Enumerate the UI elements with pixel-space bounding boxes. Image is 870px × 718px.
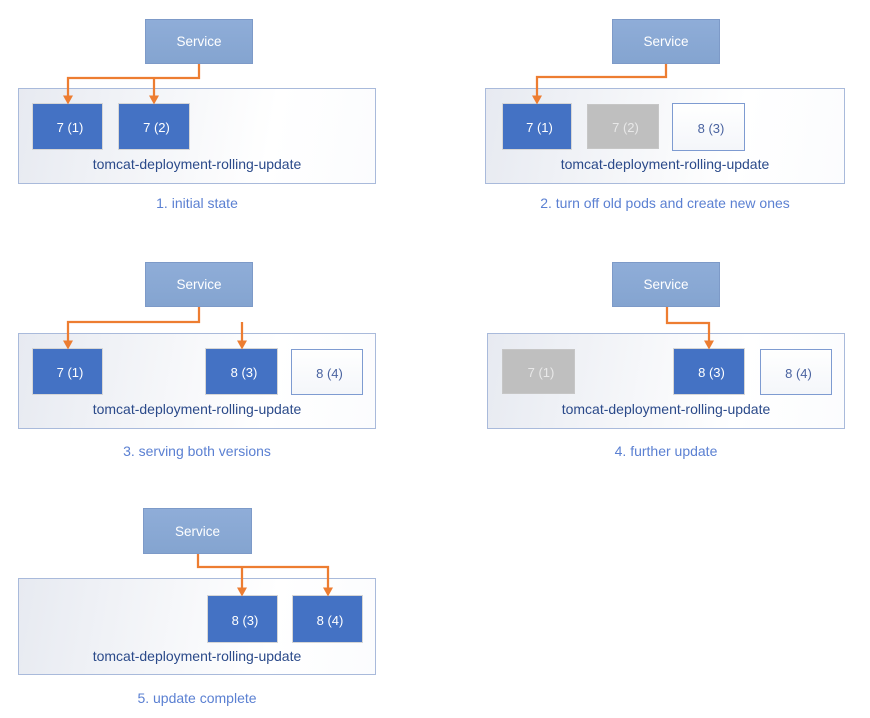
panel-caption: 2. turn off old pods and create new ones (540, 195, 790, 211)
pod-7-1: 7 (1) (502, 103, 572, 150)
pod-label: 7 (1) (56, 120, 84, 135)
deployment-label: tomcat-deployment-rolling-update (92, 401, 302, 417)
pod-label: 7 (2) (612, 120, 639, 135)
deployment-label: tomcat-deployment-rolling-update (92, 648, 302, 664)
service-box-panel-5: Service (143, 508, 252, 554)
service-box-panel-2: Service (612, 19, 720, 64)
panel-caption: 3. serving both versions (123, 443, 271, 459)
pod-label: 8 (4) (785, 365, 812, 381)
service-box-panel-3: Service (145, 262, 253, 307)
pod-7-2-off: 7 (2) (587, 104, 659, 149)
service-label: Service (176, 34, 222, 49)
service-box-panel-1: Service (145, 19, 253, 64)
pod-7-1-off: 7 (1) (502, 349, 575, 394)
pod-label: 7 (1) (526, 120, 553, 135)
panel-caption: 5. update complete (137, 690, 257, 706)
deployment-label: tomcat-deployment-rolling-update (92, 156, 302, 172)
deployment-label: tomcat-deployment-rolling-update (561, 401, 771, 417)
deployment-label: tomcat-deployment-rolling-update (560, 156, 770, 172)
pod-label: 8 (4) (316, 612, 344, 628)
pod-label: 8 (3) (231, 612, 259, 628)
panel-caption: 1. initial state (156, 195, 238, 211)
service-label: Service (643, 277, 689, 292)
pod-label: 8 (4) (316, 365, 343, 381)
pod-label: 7 (1) (527, 365, 555, 380)
pod-label: 7 (2) (143, 120, 170, 135)
panel-caption: 4. further update (614, 443, 718, 459)
pod-label: 8 (3) (230, 365, 258, 380)
pod-label: 7 (1) (56, 365, 84, 380)
pod-8-4-new: 8 (4) (291, 349, 363, 395)
pod-8-3: 8 (3) (673, 348, 745, 395)
pod-8-3: 8 (3) (207, 595, 278, 643)
service-label: Service (174, 523, 220, 539)
service-label: Service (176, 277, 222, 292)
pod-7-2: 7 (2) (118, 103, 190, 150)
pod-8-3: 8 (3) (205, 348, 278, 395)
service-box-panel-4: Service (612, 262, 720, 307)
pod-label: 8 (3) (698, 365, 725, 380)
pod-7-1: 7 (1) (32, 348, 103, 395)
service-label: Service (643, 34, 689, 49)
pod-7-1: 7 (1) (32, 103, 103, 150)
pod-8-4-new: 8 (4) (760, 349, 832, 395)
pod-label: 8 (3) (697, 120, 725, 136)
pod-8-4: 8 (4) (292, 595, 363, 643)
pod-8-3-new: 8 (3) (672, 103, 745, 151)
